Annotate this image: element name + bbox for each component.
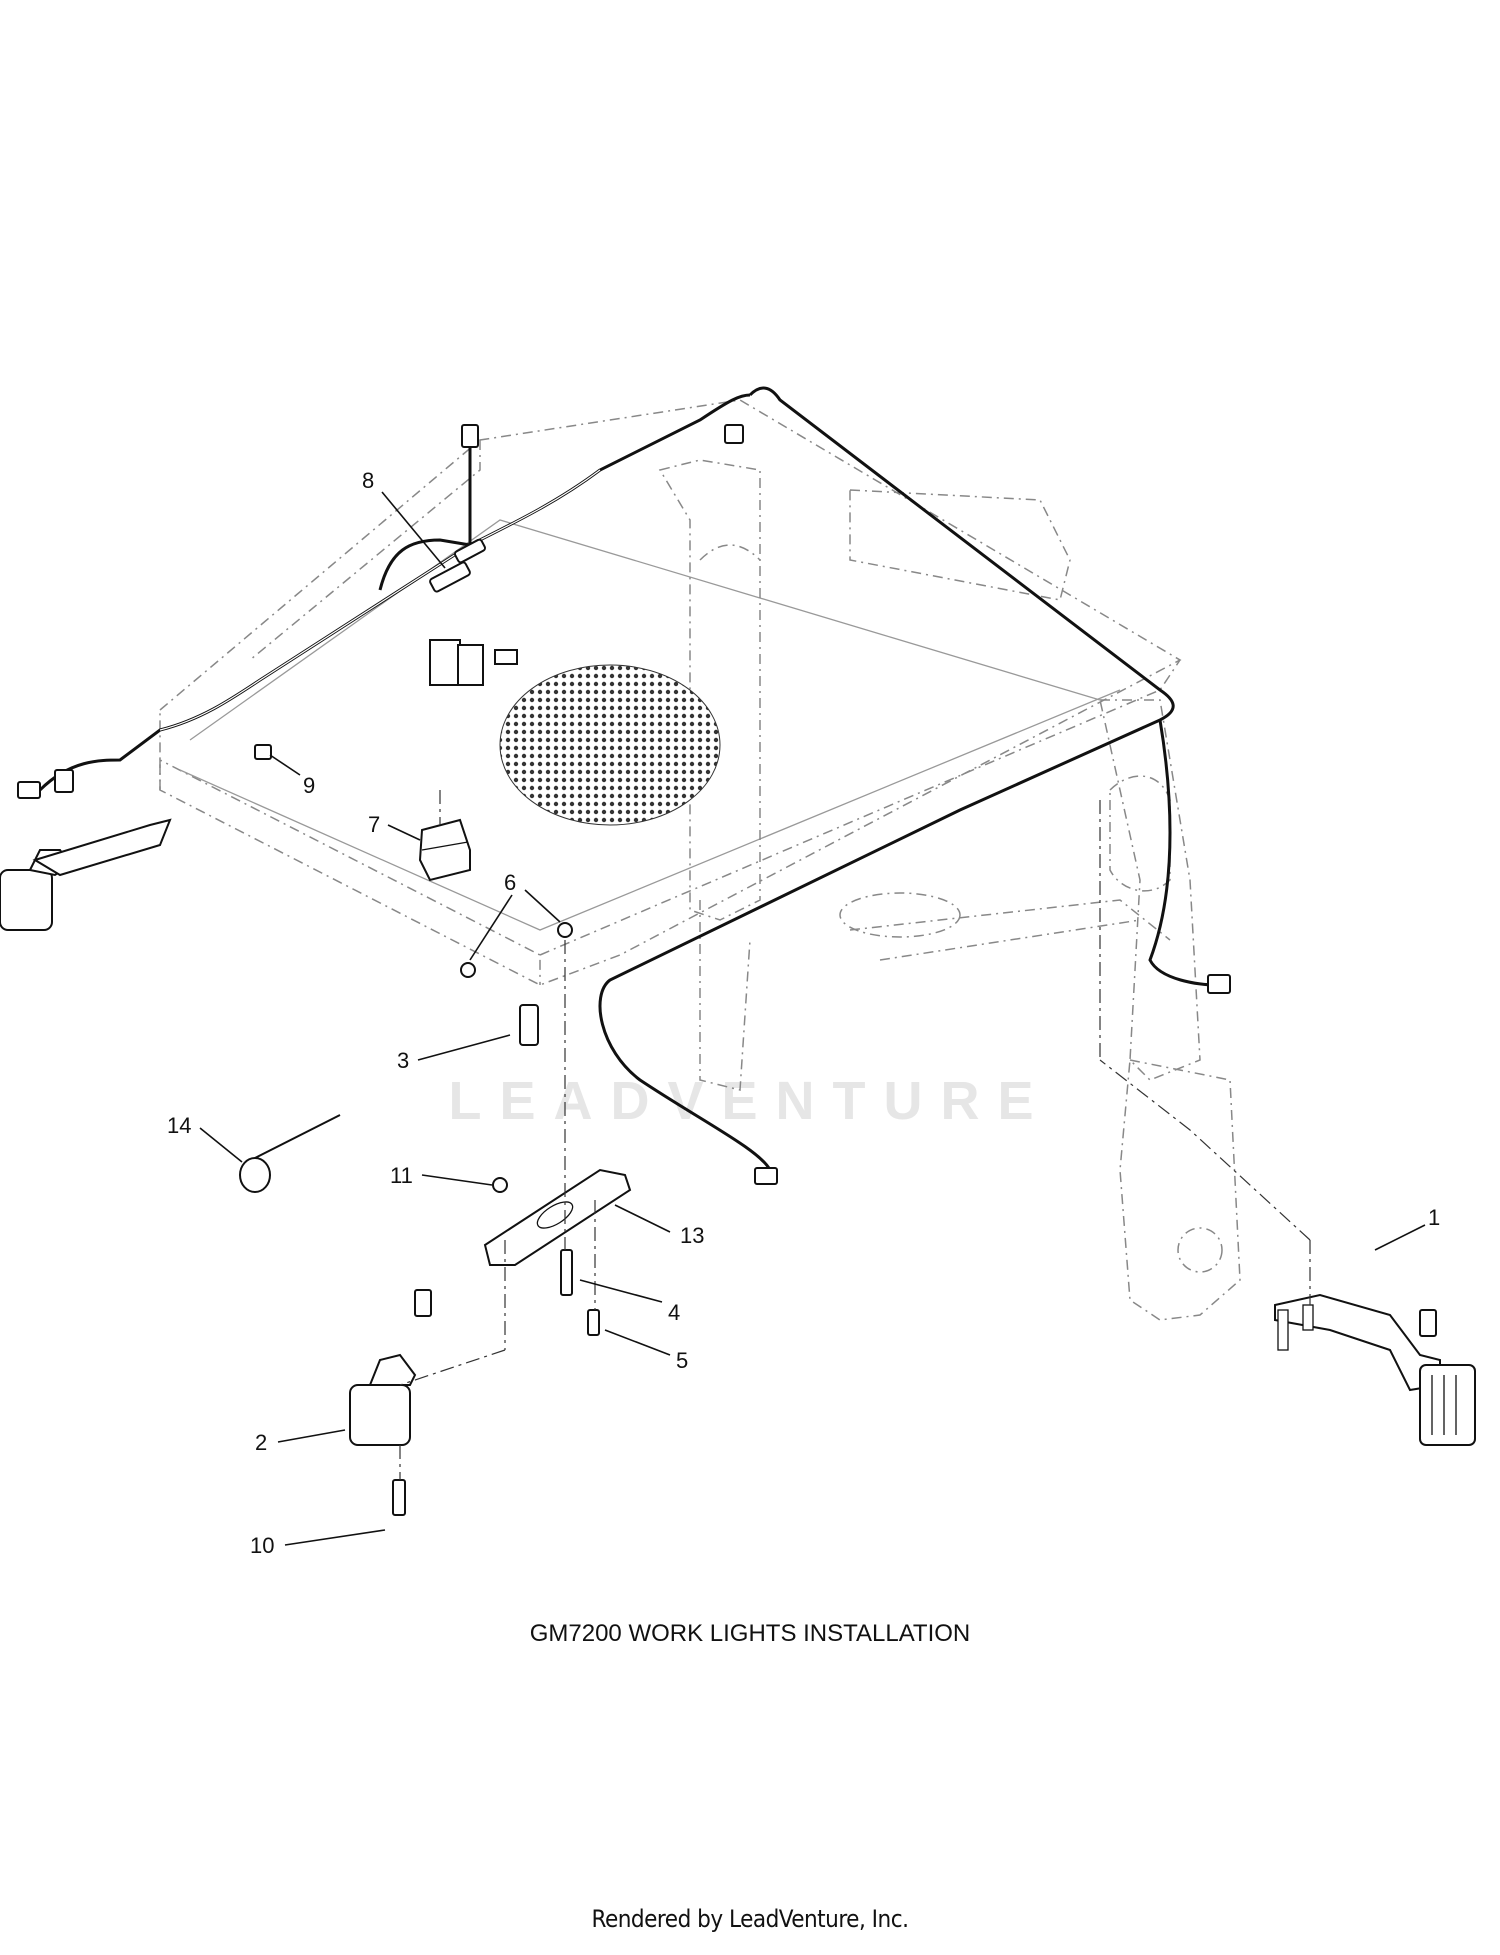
part-4-bolt[interactable] [560, 1249, 573, 1296]
harness-connectors [17, 424, 1437, 1337]
callout-7[interactable]: 7 [368, 812, 380, 837]
part-3-spacer[interactable] [519, 1004, 539, 1046]
part-6-nut-b[interactable] [557, 922, 573, 938]
callout-6[interactable]: 6 [504, 870, 516, 895]
callout-9[interactable]: 9 [303, 773, 315, 798]
callout-11[interactable]: 11 [390, 1163, 413, 1188]
part-11-nut[interactable] [492, 1177, 508, 1193]
footer-credit: Rendered by LeadVenture, Inc. [591, 1905, 909, 1933]
part-1-bracket-right[interactable] [1274, 1293, 1441, 1392]
callout-14[interactable]: 14 [167, 1113, 191, 1138]
part-5-bolt[interactable] [587, 1309, 600, 1336]
part-left-work-light-mounted [0, 818, 172, 931]
callout-10[interactable]: 10 [250, 1533, 274, 1558]
part-7-relay[interactable] [418, 818, 471, 882]
callout-4[interactable]: 4 [668, 1300, 680, 1325]
callout-1[interactable]: 1 [1428, 1205, 1440, 1230]
callout-2[interactable]: 2 [255, 1430, 267, 1455]
callout-5[interactable]: 5 [676, 1348, 688, 1373]
seat-mesh-grille [499, 664, 721, 826]
bolts-right-bracket [1277, 1304, 1314, 1351]
part-right-work-light[interactable] [1419, 1364, 1476, 1446]
part-6-nut-a[interactable] [460, 962, 476, 978]
callouts: 1 2 3 4 5 6 7 8 9 10 11 13 14 [167, 468, 1440, 1558]
wire-harness [38, 386, 1216, 1171]
diagram-title: GM7200 WORK LIGHTS INSTALLATION [529, 1620, 971, 1647]
assembly-axes [399, 790, 1311, 1480]
callout-13[interactable]: 13 [680, 1223, 704, 1248]
frame-phantom [159, 399, 1241, 1321]
part-2-work-light[interactable] [349, 1353, 417, 1446]
callout-8[interactable]: 8 [362, 468, 374, 493]
callout-3[interactable]: 3 [397, 1048, 409, 1073]
part-10-bolt[interactable] [392, 1479, 406, 1516]
watermark: LEADVENTURE [448, 1071, 1052, 1131]
part-9-clip[interactable] [254, 744, 272, 760]
leader-lines [199, 491, 1426, 1546]
part-13-slot [536, 1201, 574, 1229]
fuse-block [429, 639, 518, 686]
part-8-harness-fuse[interactable] [429, 538, 487, 593]
part-14-cable-tie[interactable] [239, 1114, 341, 1193]
